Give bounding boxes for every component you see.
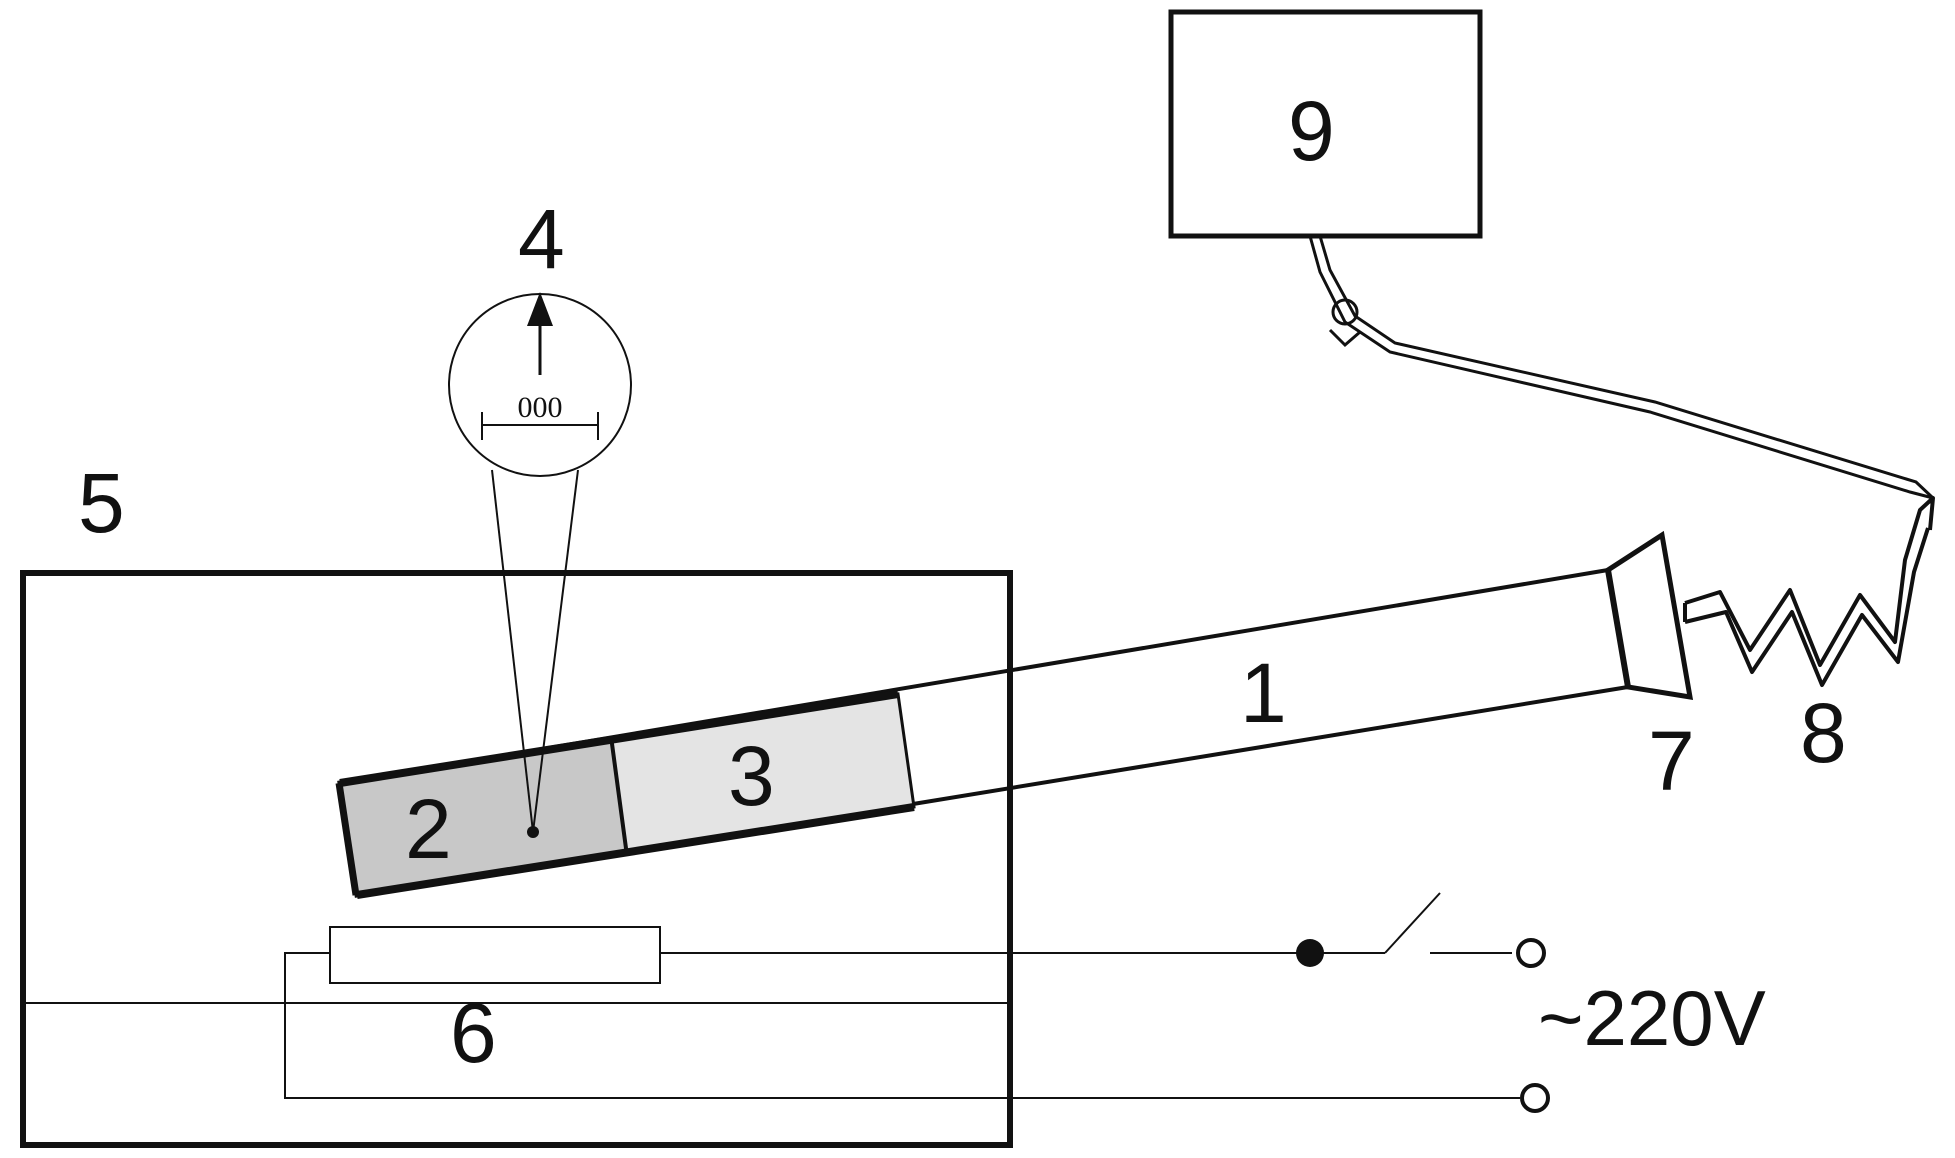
label-cooling-coil: 8 [1800, 686, 1847, 780]
label-flange: 7 [1648, 714, 1695, 808]
measurement-point [527, 826, 539, 838]
pyrometer-4: 000 [448, 292, 632, 477]
furnace-box [20, 570, 1013, 1148]
circuit-wiring [23, 892, 1520, 1099]
label-pyrometer: 4 [518, 192, 565, 286]
label-sample: 2 [405, 782, 452, 876]
switch-node [1296, 939, 1324, 967]
terminal-bottom [1520, 1083, 1550, 1113]
pyrometer-sight-lines [491, 469, 579, 833]
heater-6 [329, 926, 661, 984]
hose [1308, 235, 1935, 500]
label-unit-9: 9 [1288, 84, 1335, 178]
unit-9-box [1168, 9, 1483, 239]
flange-7 [1605, 530, 1694, 701]
label-insert: 3 [728, 729, 775, 823]
hose-clamp [1328, 298, 1361, 348]
label-tube: 1 [1240, 646, 1287, 740]
pyrometer-readout: 000 [518, 391, 563, 424]
voltage-label: ~220V [1538, 974, 1766, 1062]
label-heater: 6 [450, 986, 497, 1080]
cooling-coil-8 [1683, 496, 1935, 687]
label-furnace: 5 [78, 456, 125, 550]
terminal-top [1516, 938, 1546, 968]
